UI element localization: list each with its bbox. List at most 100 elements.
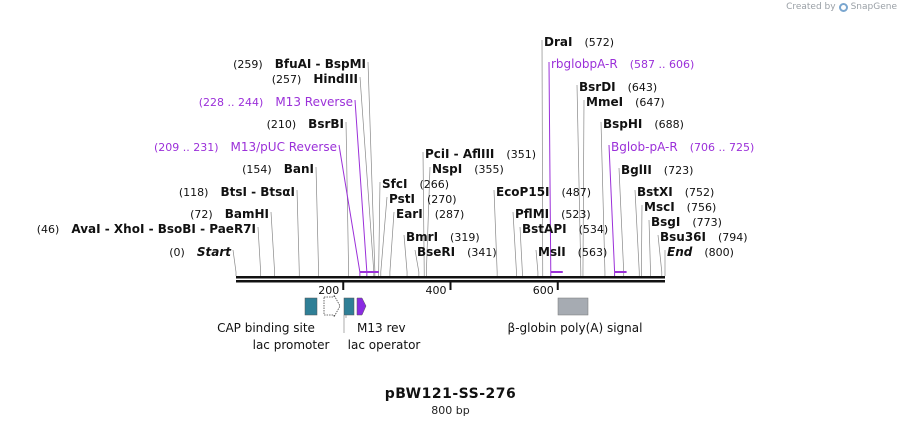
lac-operator-feature[interactable] (343, 297, 355, 316)
leader-line (378, 181, 381, 276)
site-name: BstXI (637, 185, 673, 199)
site-label-rbglobpar[interactable]: rbglobpA-R (587 .. 606) (551, 57, 694, 71)
leader-line (608, 144, 616, 276)
site-label-bsphi[interactable]: BspHI(688) (603, 117, 684, 131)
site-name: MslI (538, 245, 566, 259)
site-position: (266) (419, 178, 449, 191)
leader-line (232, 249, 237, 276)
site-label-mmei[interactable]: MmeI(647) (586, 95, 665, 109)
site-position: (351) (506, 148, 536, 161)
site-position: (587 .. 606) (630, 58, 695, 71)
ruler-tick-label: 400 (426, 284, 447, 297)
leader-line (414, 249, 420, 276)
site-name: End (667, 245, 693, 259)
site-label-bani[interactable]: BanI(154) (242, 162, 314, 176)
site-name: Start (197, 245, 232, 259)
site-name: rbglobpA-R (551, 57, 618, 71)
snapgene-logo-icon (838, 2, 848, 12)
sequence-line-bottom (236, 280, 665, 283)
site-position: (523) (561, 208, 591, 221)
site-name: Bsu36I (660, 230, 706, 244)
leader-line (512, 211, 517, 276)
site-position: (210) (267, 118, 297, 131)
leader-line (367, 61, 376, 276)
leader-lines (232, 39, 666, 276)
leader-line (634, 189, 640, 276)
site-label-pflmi[interactable]: PflMI (523) (515, 207, 591, 221)
site-label-bstapi[interactable]: BstAPI(534) (522, 222, 608, 236)
site-position: (706 .. 725) (690, 141, 755, 154)
site-label-psti[interactable]: PstI(270) (389, 192, 457, 206)
site-label-btsi[interactable]: BtsI - BtsαI (118) (179, 185, 295, 199)
site-position: (72) (190, 208, 213, 221)
site-label-hindiii[interactable]: HindIII(257) (272, 72, 358, 86)
ruler-tick-label: 200 (318, 284, 339, 297)
site-label-drai[interactable]: DraI(572) (544, 35, 614, 49)
site-label-nspi[interactable]: NspI(355) (432, 162, 504, 176)
leader-line (338, 144, 361, 276)
site-name: BtsI - BtsαI (220, 185, 295, 199)
site-label-bamhi[interactable]: BamHI(72) (190, 207, 269, 221)
site-label-ecop15i[interactable]: EcoP15I(487) (496, 185, 591, 199)
site-label-pcii[interactable]: PciI - AflIII (351) (425, 147, 536, 161)
site-label-avai[interactable]: AvaI - XhoI - BsoBI - PaeR7I(46) (37, 222, 256, 236)
site-labels: DraI(572) rbglobpA-R (587 .. 606) BsrDI(643… (37, 35, 755, 259)
site-name: SfcI (382, 177, 407, 191)
site-position: (563) (578, 246, 608, 259)
site-label-bsgi[interactable]: BsgI(773) (651, 215, 722, 229)
beta-globin-polya-feature[interactable] (557, 297, 589, 316)
site-name: BanI (284, 162, 314, 176)
site-label-bstxi[interactable]: BstXI(752) (637, 185, 714, 199)
site-position: (756) (687, 201, 717, 214)
lac-promoter-feature[interactable] (323, 294, 341, 318)
site-position: (257) (272, 73, 302, 86)
site-position: (228 .. 244) (199, 96, 264, 109)
site-label-bfuai[interactable]: BfuAI - BspMI(259) (233, 57, 366, 71)
site-name: PstI (389, 192, 415, 206)
site-name: BmrI (406, 230, 438, 244)
site-label-bsrdi[interactable]: BsrDI(643) (579, 80, 657, 94)
lac-promoter-label: lac promoter (253, 338, 330, 352)
leader-line (576, 84, 582, 276)
site-position: (209 .. 231) (154, 141, 219, 154)
leader-line (535, 249, 539, 276)
leader-line (648, 219, 651, 276)
site-position: (534) (579, 223, 609, 236)
site-label-bseri[interactable]: BseRI(341) (417, 245, 497, 259)
site-label-sfci[interactable]: SfcI (266) (382, 177, 449, 191)
site-position: (118) (179, 186, 209, 199)
leader-line (493, 189, 498, 276)
site-position: (572) (584, 36, 614, 49)
site-name: AvaI - XhoI - BsoBI - PaeR7I (71, 222, 256, 236)
leader-line (582, 99, 585, 276)
snapgene-credit: Created by SnapGene (786, 2, 897, 12)
site-label-end[interactable]: End(800) (667, 245, 734, 259)
leader-line (519, 226, 523, 276)
site-name: BglII (621, 163, 652, 177)
leader-line (422, 151, 425, 276)
site-name: PciI - AflIII (425, 147, 494, 161)
site-label-msci[interactable]: MscI(756) (644, 200, 716, 214)
leader-line (270, 211, 275, 276)
site-label-bsu36i[interactable]: Bsu36I(794) (660, 230, 748, 244)
cap-binding-site-feature[interactable] (304, 297, 318, 316)
site-name: NspI (432, 162, 462, 176)
site-label-eari[interactable]: EarI(287) (396, 207, 464, 221)
site-label-bglobpar[interactable]: Bglob-pA-R (706 .. 725) (611, 140, 754, 154)
leader-line (641, 204, 643, 276)
site-position: (647) (635, 96, 665, 109)
site-name: PflMI (515, 207, 549, 221)
site-label-m13[interactable]: M13 Reverse(228 .. 244) (199, 95, 353, 109)
sequence-line-top (236, 276, 665, 279)
m13-rev-feature[interactable] (356, 297, 367, 316)
site-label-bsrbi[interactable]: BsrBI(210) (267, 117, 344, 131)
site-name: Bglob-pA-R (611, 140, 678, 154)
site-label-m13puc[interactable]: M13/pUC Reverse(209 .. 231) (154, 140, 337, 154)
site-position: (773) (692, 216, 722, 229)
leader-line (380, 196, 388, 276)
site-label-start[interactable]: Start(0) (169, 245, 232, 259)
site-label-bglii[interactable]: BglII(723) (621, 163, 693, 177)
site-label-bmri[interactable]: BmrI(319) (406, 230, 480, 244)
site-label-msli[interactable]: MslI (563) (538, 245, 607, 259)
